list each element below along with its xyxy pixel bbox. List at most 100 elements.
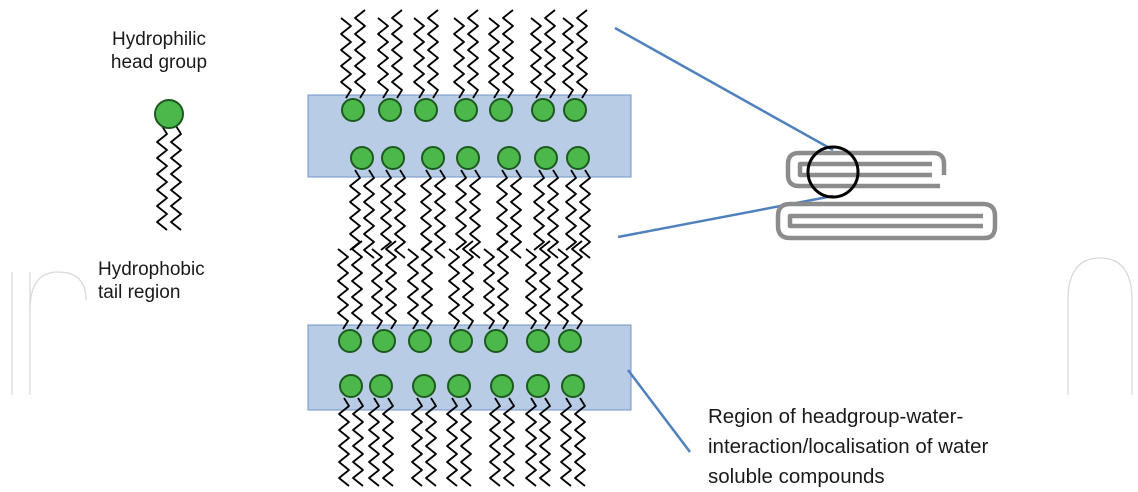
headgroup-circle [484,329,508,353]
upper-lamella [785,150,947,189]
lipid-molecule [525,240,551,353]
lipid-tail [446,397,458,487]
lipid-tail [571,240,583,330]
lipid-tail [425,397,437,487]
lipid-tail [502,9,514,99]
region-label-line2: interaction/localisation of water [708,435,989,458]
lipid-tail [530,17,542,99]
headgroup-circle [531,98,555,122]
headgroup-circle [447,374,471,398]
region-pointer-line [627,369,691,453]
magnified-region-circle [806,145,860,199]
lipid-molecule [420,146,446,259]
lipid-molecule [407,240,433,353]
lipid-molecule [380,146,406,259]
lipid-tail [539,240,551,330]
lipid-molecule [453,9,479,122]
lipid-tail [349,169,361,251]
headgroup-circle [489,98,513,122]
headgroup-circle [490,374,514,398]
headgroup-circle [154,99,184,129]
lipid-tail [420,169,432,251]
lipid-molecule [446,374,472,487]
lipid-molecule [560,374,586,487]
headgroup-circle [350,146,374,170]
background-watermark [11,257,1133,395]
lower-lamella [775,201,998,241]
lipid-tail [351,240,363,330]
lipid-tail [391,9,403,99]
lamellar-stack [775,150,998,241]
headgroup-circle [563,98,587,122]
interaction-region-label: Region of headgroup-water- interaction/l… [708,402,988,492]
lipid-tail [488,17,500,99]
lipid-tail [455,169,467,251]
lipid-molecule [525,374,551,487]
lipid-molecule [562,9,588,122]
headgroup-circle [341,98,365,122]
lipid-molecule [337,240,363,353]
headgroup-circle [497,146,521,170]
lipid-tail [539,397,551,487]
lipid-tail [525,248,537,330]
region-label-line3: soluble compounds [708,465,885,488]
headgroup-circle [526,329,550,353]
lipid-tail [562,17,574,99]
headgroup-circle [369,374,393,398]
headgroup-circle [408,329,432,353]
lipid-tail [547,169,559,259]
lipid-molecule [565,146,591,259]
headgroup-circle [339,374,363,398]
headgroup-circle [338,329,362,353]
lipid-molecule [377,9,403,122]
lipid-molecules [154,9,591,487]
lipid-tail [368,397,380,487]
lipid-tail [460,397,472,487]
lipid-tail [533,169,545,251]
lipid-molecule [371,240,397,353]
zoom-line-top [614,26,834,152]
lipid-tail [421,240,433,330]
hydrophilic-head-label: Hydrophilic head group [94,28,224,74]
lipid-molecule [533,146,559,259]
headgroup-circle [454,98,478,122]
lipid-tail [579,169,591,259]
lipid-tail [156,125,168,231]
lipid-tail [377,17,389,99]
upper-lamella-inner [797,161,932,178]
lipid-tail [483,248,495,330]
tail-label-line1: Hydrophobic [98,259,205,280]
lipid-tail [340,17,352,99]
headgroup-circle [414,98,438,122]
lipid-tail [363,169,375,259]
lipid-tail [338,397,350,487]
headgroup-circle [372,329,396,353]
lipid-molecule [557,240,583,353]
lipid-tail [407,248,419,330]
lipid-molecule [530,9,556,122]
lipid-tail [434,169,446,259]
lipid-molecule [411,374,437,487]
lipid-tail [413,17,425,99]
lipid-tail [352,397,364,487]
lipid-tail [576,9,588,99]
lipid-tail [427,9,439,99]
lipid-tail [557,248,569,330]
head-label-line1: Hydrophilic [112,29,206,50]
headgroup-circle [378,98,402,122]
tail-label-line2: tail region [98,282,181,303]
headgroup-circle [558,329,582,353]
lipid-tail [467,9,479,99]
lipid-tail [525,397,537,487]
lipid-tail [382,397,394,487]
hydrophobic-tail-label: Hydrophobic tail region [98,258,205,304]
region-label-line1: Region of headgroup-water- [708,405,964,428]
headgroup-circle [381,146,405,170]
lipid-tail [503,397,515,487]
lipid-molecule [413,9,439,122]
lipid-molecule [154,99,184,231]
lipid-tail [411,397,423,487]
lipid-tail [371,248,383,330]
lipid-tail [453,17,465,99]
